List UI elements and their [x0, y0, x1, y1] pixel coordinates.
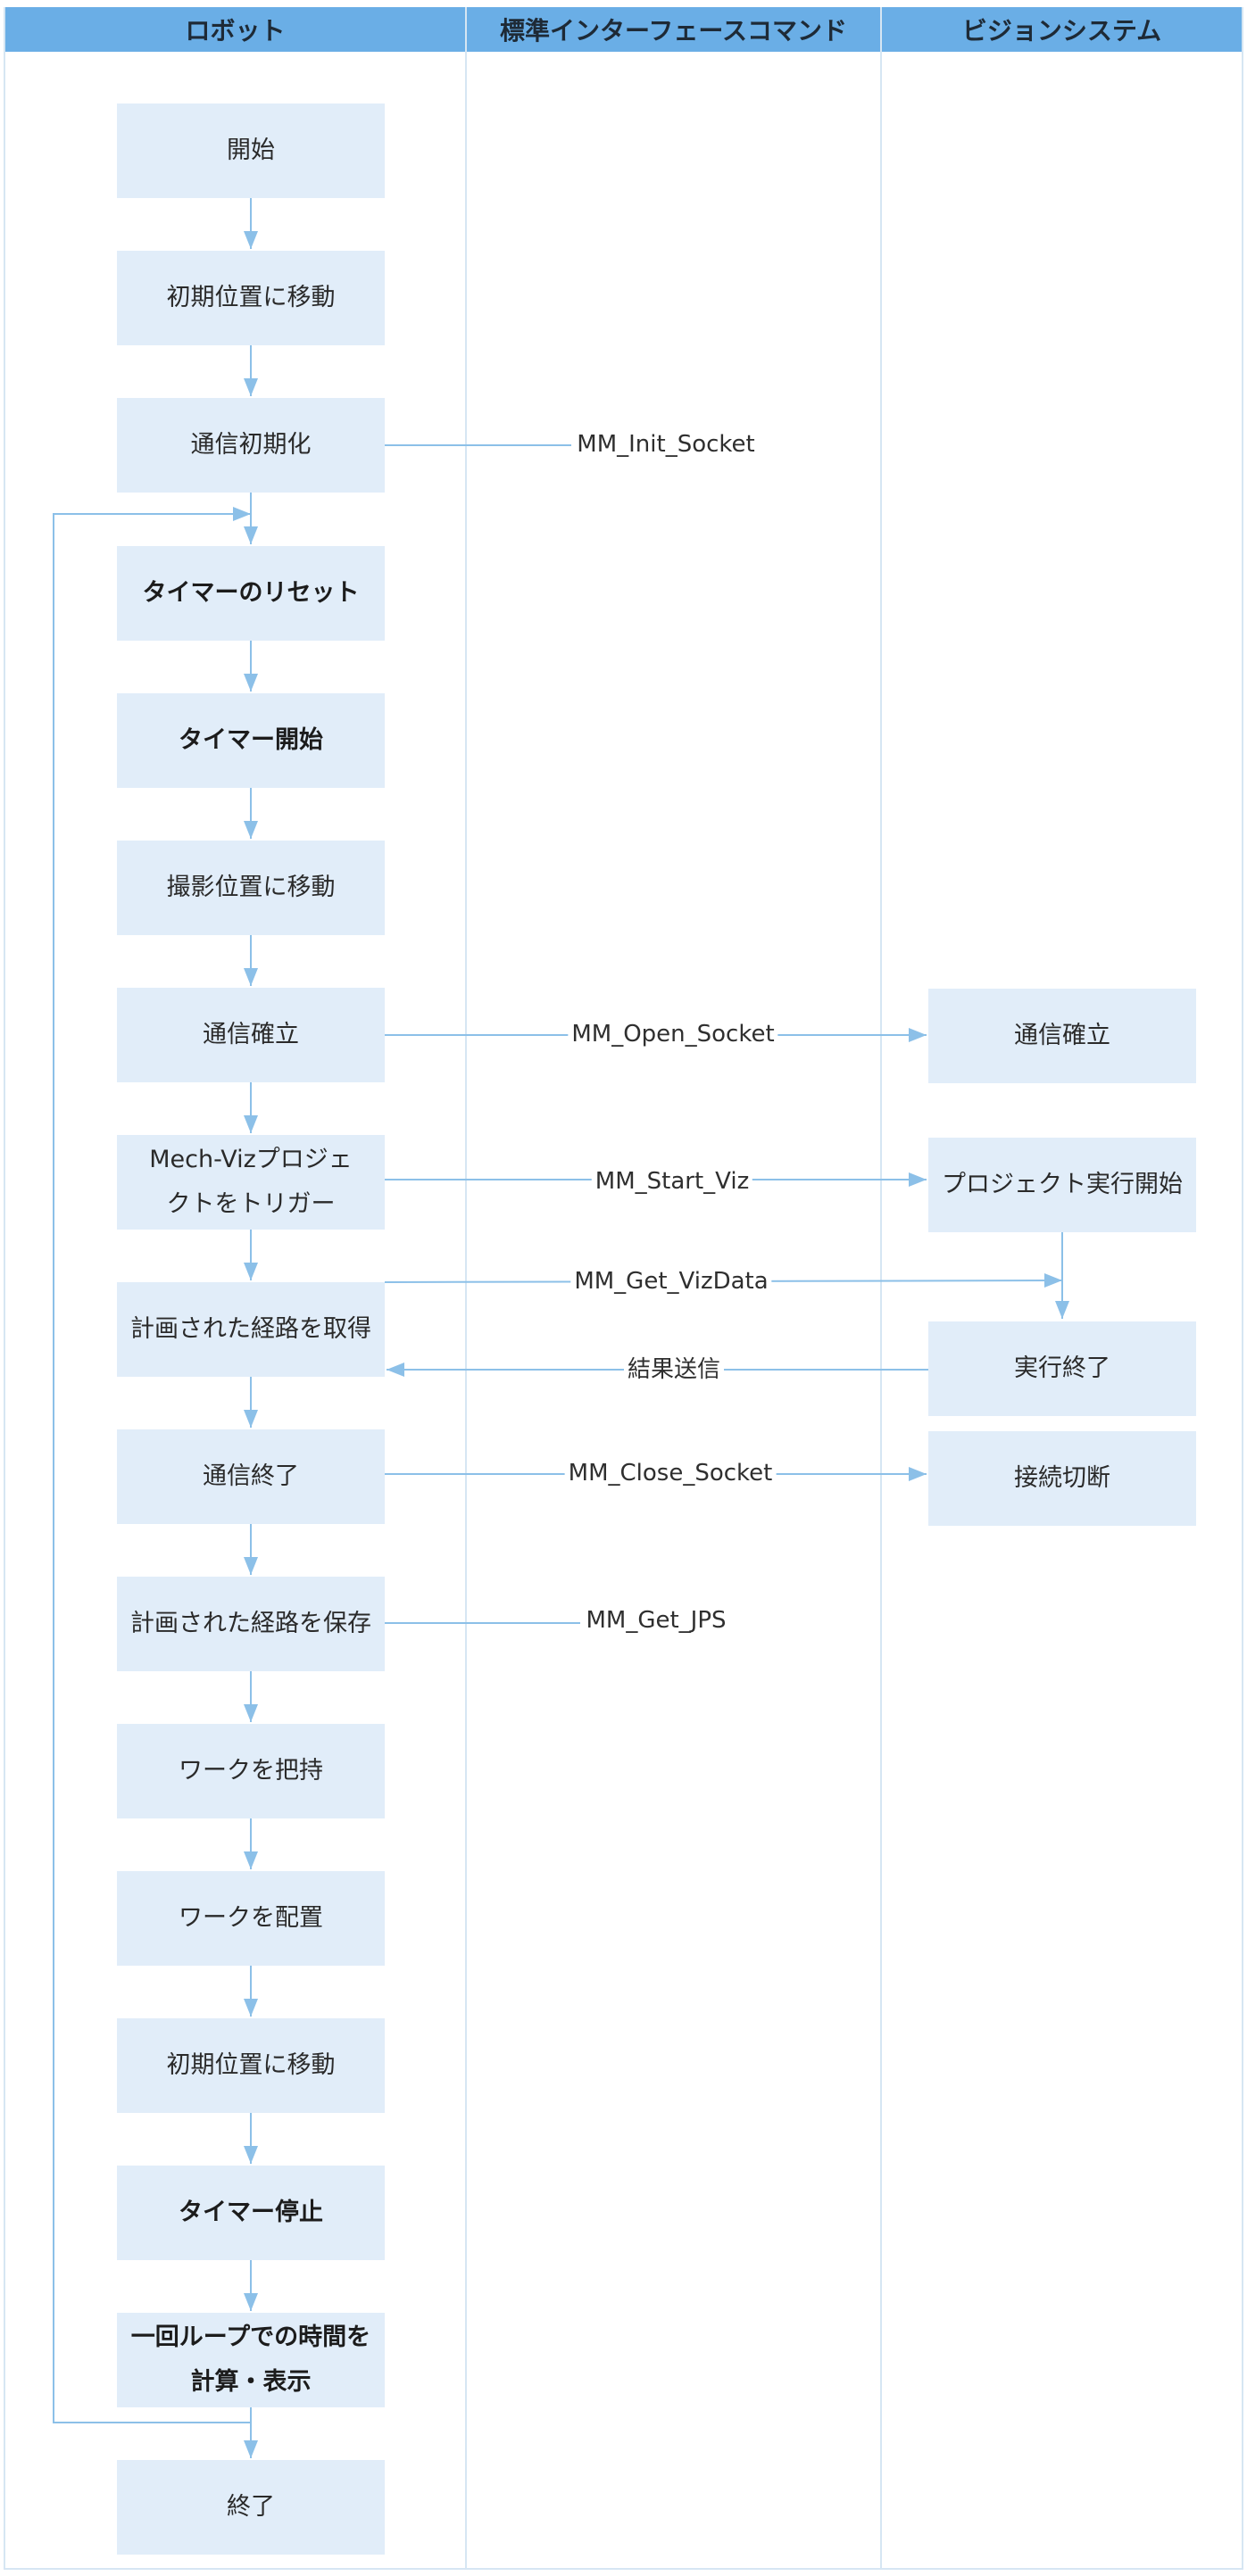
command-label-cmd-init: MM_Init_Socket: [573, 431, 759, 458]
lane-divider-1: [465, 7, 467, 2570]
robot-step-get-path: 計画された経路を取得: [117, 1282, 385, 1377]
vision-step-label: 実行終了: [1014, 1354, 1110, 1382]
robot-step-move-home: 初期位置に移動: [117, 251, 385, 345]
robot-step-label: タイマー停止: [179, 2199, 323, 2226]
robot-step-trigger-viz: Mech-Vizプロジェクトをトリガー: [117, 1135, 385, 1230]
vision-step-v-close: 接続切断: [928, 1431, 1196, 1526]
vision-step-label: 接続切断: [1014, 1464, 1110, 1492]
robot-step-label: 終了: [227, 2493, 275, 2521]
robot-step-move-home-2: 初期位置に移動: [117, 2018, 385, 2113]
vision-step-label: プロジェクト実行開始: [942, 1171, 1183, 1198]
robot-step-label-line: Mech-Vizプロジェ: [149, 1146, 353, 1173]
command-label-cmd-start: MM_Start_Viz: [591, 1168, 753, 1195]
robot-step-label: 通信確立: [203, 1021, 299, 1048]
robot-step-label: 計画された経路を保存: [130, 1610, 371, 1637]
vision-step-label: 通信確立: [1014, 1022, 1110, 1049]
robot-step-label: 開始: [227, 137, 275, 164]
vision-step-v-run: プロジェクト実行開始: [928, 1138, 1196, 1232]
robot-step-label: ワークを配置: [179, 1904, 323, 1932]
robot-step-end: 終了: [117, 2460, 385, 2555]
vision-step-v-open: 通信確立: [928, 989, 1196, 1083]
lane-header-vision: ビジョンシステム: [882, 7, 1242, 52]
lane-header-commands: 標準インターフェースコマンド: [467, 7, 880, 52]
robot-step-label-line: クトをトリガー: [166, 1190, 336, 1218]
robot-step-label: タイマーのリセット: [142, 579, 360, 607]
command-label-cmd-getviz: MM_Get_VizData: [570, 1268, 772, 1295]
robot-step-label: ワークを把持: [179, 1757, 323, 1785]
robot-step-pick: ワークを把持: [117, 1724, 385, 1818]
robot-step-close-comm: 通信終了: [117, 1429, 385, 1524]
command-label-cmd-jps: MM_Get_JPS: [582, 1607, 730, 1634]
robot-step-init-comm: 通信初期化: [117, 398, 385, 493]
robot-step-calc-time: 一回ループでの時間を計算・表示: [117, 2313, 385, 2407]
robot-step-label-line: 計算・表示: [190, 2368, 312, 2396]
robot-step-stop-timer: タイマー停止: [117, 2166, 385, 2260]
robot-step-label-line: 一回ループでの時間を: [130, 2323, 371, 2351]
lane-header-robot: ロボット: [5, 7, 465, 52]
command-label-cmd-open: MM_Open_Socket: [568, 1021, 778, 1048]
robot-step-start-timer: タイマー開始: [117, 693, 385, 788]
robot-step-label: 通信初期化: [190, 431, 312, 459]
robot-step-open-comm: 通信確立: [117, 988, 385, 1082]
robot-step-start: 開始: [117, 104, 385, 198]
robot-step-label: 計画された経路を取得: [130, 1315, 371, 1343]
vision-step-v-done: 実行終了: [928, 1321, 1196, 1416]
robot-step-reset-timer: タイマーのリセット: [117, 546, 385, 641]
command-label-cmd-close: MM_Close_Socket: [564, 1460, 777, 1487]
robot-step-label: Mech-Vizプロジェクトをトリガー: [149, 1138, 353, 1227]
robot-step-label: 通信終了: [203, 1462, 299, 1490]
robot-step-move-capture: 撮影位置に移動: [117, 841, 385, 935]
robot-step-label: 初期位置に移動: [166, 2051, 336, 2079]
robot-step-label: 初期位置に移動: [166, 284, 336, 311]
robot-step-place: ワークを配置: [117, 1871, 385, 1966]
robot-step-label: 一回ループでの時間を計算・表示: [131, 2315, 370, 2405]
command-label-cmd-result: 結果送信: [623, 1356, 725, 1383]
robot-step-label: 撮影位置に移動: [166, 874, 336, 901]
robot-step-save-path: 計画された経路を保存: [117, 1577, 385, 1671]
robot-step-label: タイマー開始: [179, 726, 323, 754]
lane-divider-2: [880, 7, 882, 2570]
loop-back-arrow: [53, 507, 251, 2423]
